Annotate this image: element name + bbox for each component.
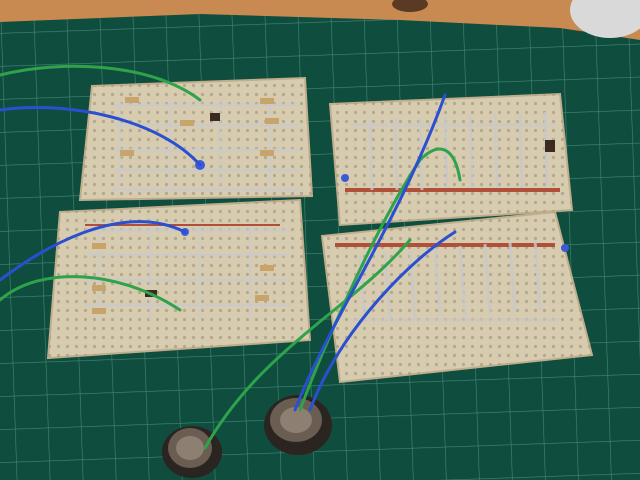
spool-object bbox=[570, 0, 640, 38]
wooden-table bbox=[0, 0, 640, 40]
pcb-mid-left bbox=[46, 198, 312, 360]
pcb-top-left bbox=[78, 76, 314, 202]
sensor-left bbox=[162, 426, 222, 478]
pcb-bottom-right bbox=[320, 210, 594, 384]
sensor-right bbox=[264, 395, 332, 455]
pcb-top-right bbox=[328, 92, 574, 227]
green-wires bbox=[0, 64, 462, 450]
blue-wires bbox=[0, 93, 457, 412]
